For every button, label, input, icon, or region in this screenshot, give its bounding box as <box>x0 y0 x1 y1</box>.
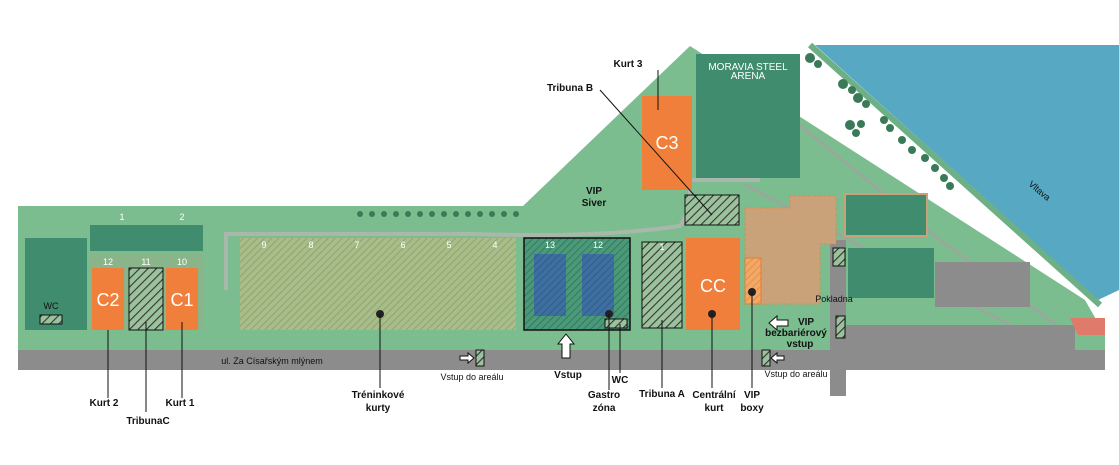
court-num-1: 1 <box>119 212 124 222</box>
vip-barrier-entrance <box>768 314 846 339</box>
tribuna-a <box>641 241 683 329</box>
wc-mid-label: WC <box>612 375 629 386</box>
pokladna-mark <box>832 247 846 267</box>
wc-left-label: WC <box>44 301 59 311</box>
courts-1-2 <box>90 225 203 251</box>
tribuna-b-label: Tribuna B <box>547 83 593 94</box>
vip-silver-label-1: VIP <box>586 186 602 197</box>
court-c2-label: C2 <box>96 290 119 310</box>
river-vltava <box>815 45 1119 300</box>
tribuna-b <box>684 194 740 226</box>
court-num-6: 6 <box>400 240 405 250</box>
arena-line1: MORAVIA STEEL <box>708 62 788 73</box>
vip-boxy-label-2: boxy <box>740 403 764 414</box>
centralni-label-1: Centrální <box>692 390 737 401</box>
court-num-12b: 12 <box>593 240 603 250</box>
kurt1-label: Kurt 1 <box>166 398 195 409</box>
vip-silver-label-2: Siver <box>582 198 607 209</box>
tribuna-c-label: TribunaC <box>126 416 169 427</box>
pokladna-label: Pokladna <box>815 294 853 304</box>
court-num-4: 4 <box>492 240 497 250</box>
trees <box>357 53 954 217</box>
treninkove-label-2: kurty <box>366 403 391 414</box>
court-13 <box>534 254 566 316</box>
building-right-1 <box>844 193 928 237</box>
court-num-8: 8 <box>308 240 313 250</box>
vip-barrier-label-2: bezbariérový <box>765 328 827 339</box>
court-12-mid <box>582 254 614 316</box>
wc-left-mark <box>39 314 63 325</box>
court-num-13: 13 <box>545 240 555 250</box>
court-c2 <box>92 268 124 330</box>
kurt3-label: Kurt 3 <box>614 59 643 70</box>
river-bank <box>807 42 1103 308</box>
entrance-left <box>459 349 485 367</box>
court-num-1b: 1 <box>659 242 664 252</box>
court-c1 <box>166 268 198 330</box>
street-label: ul. Za Císařským mlýnem <box>221 356 323 366</box>
court-num-11: 11 <box>141 257 150 267</box>
court-num-2: 2 <box>179 212 184 222</box>
arrow-left-icon-vip <box>768 314 789 332</box>
parking <box>935 262 1030 307</box>
vip-boxy-label-1: VIP <box>744 390 760 401</box>
vip-barrier-label-1: VIP <box>798 317 814 328</box>
building-right-2 <box>848 248 934 298</box>
arena-line2: ARENA <box>731 71 766 82</box>
corner-building <box>1070 318 1105 335</box>
kurt2-label: Kurt 2 <box>90 398 119 409</box>
tribuna-a-label: Tribuna A <box>639 389 685 400</box>
centralni-label-2: kurt <box>705 403 725 414</box>
vstup-main-label: Vstup <box>554 370 582 381</box>
court-c1-label: C1 <box>170 290 193 310</box>
training-court-numbers: 9 8 7 6 5 4 <box>261 240 497 250</box>
gate-left <box>475 349 485 367</box>
court-num-10: 10 <box>177 257 187 267</box>
gate-vip <box>835 315 846 339</box>
court-num-12: 12 <box>103 257 113 267</box>
arrow-up-icon <box>556 333 576 359</box>
treninkove-label-1: Tréninkové <box>352 390 405 401</box>
court-num-7: 7 <box>354 240 359 250</box>
wc-mid-mark <box>604 318 628 329</box>
gastro-label-2: zóna <box>593 403 616 414</box>
tribuna-c <box>128 267 164 331</box>
arrow-left-icon <box>770 351 785 365</box>
vip-boxy <box>744 257 762 305</box>
court-num-5: 5 <box>446 240 451 250</box>
vip-barrier-label-3: vstup <box>787 339 814 350</box>
court-num-9: 9 <box>261 240 266 250</box>
vstup-right-label: Vstup do areálu <box>764 369 827 379</box>
entrance-main <box>556 333 576 359</box>
vstup-left-label: Vstup do areálu <box>440 372 503 382</box>
arrow-right-icon <box>459 351 475 365</box>
gate-right <box>761 349 771 367</box>
vip-area <box>744 195 837 305</box>
gastro-label-1: Gastro <box>588 390 620 401</box>
road-spur-2 <box>830 325 1075 350</box>
court-c3-label: C3 <box>655 133 678 153</box>
court-cc-label: CC <box>700 276 726 296</box>
entrance-right <box>761 349 785 367</box>
court-c3 <box>642 96 692 190</box>
arena-building <box>696 54 800 178</box>
